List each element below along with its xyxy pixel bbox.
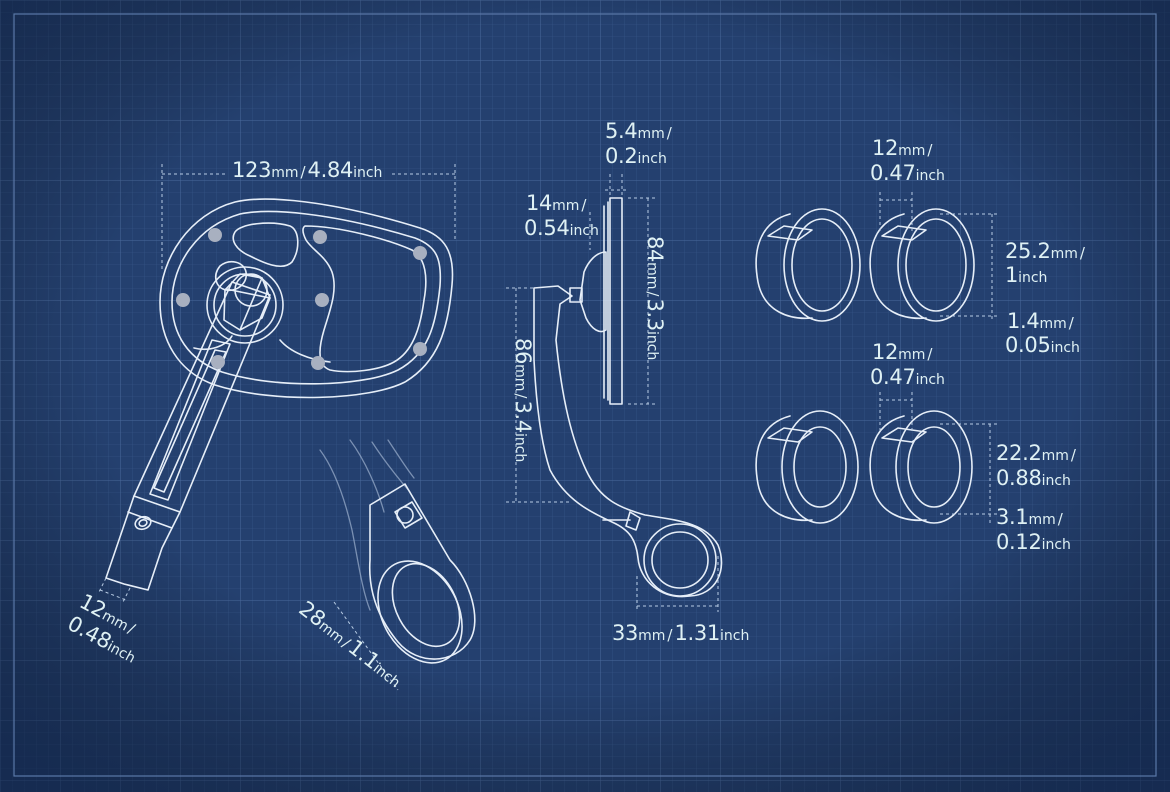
mirror-side-view [533,197,723,598]
dim-shim-b-diameter-inch: 0.88inch [996,466,1071,490]
dim-shim-b-wall-mm: 3.1mm/ [996,505,1063,529]
dimension-lines [97,164,1000,691]
dim-clamp-diameter: 33mm/1.31inch [612,621,750,645]
dim-arm-height: 86mm/3.4inch [511,338,535,463]
shim-top-right [869,208,975,322]
dim-shim-a-width-mm: 12mm/ [872,136,933,160]
dim-mount-depth-mm: 14mm/ [526,191,587,215]
dim-shim-a-width-inch: 0.47inch [870,161,945,185]
dim-mount-depth-inch: 0.54inch [524,216,599,240]
dim-shim-b-wall-inch: 0.12inch [996,530,1071,554]
shim-bottom-right [869,410,973,524]
shim-bottom-left [755,410,859,524]
dim-shim-b-diameter-mm: 22.2mm/ [996,441,1076,465]
dim-mirror-width: 123mm/4.84inch [232,158,383,182]
clamp-ring-angled [368,483,476,664]
shim-top-left [755,208,861,322]
dim-mirror-depth-inch: 0.2inch [605,144,667,168]
dim-shim-a-wall-mm: 1.4mm/ [1007,309,1074,333]
mirror-front-view [105,198,454,591]
dim-shim-a-diameter-mm: 25.2mm/ [1005,239,1085,263]
mirror-bolts [176,228,427,370]
frame-border [13,13,1157,777]
dim-shim-a-wall-inch: 0.05inch [1005,333,1080,357]
dim-mirror-height: 84mm/3.3inch [643,236,667,361]
dim-shim-b-width-mm: 12mm/ [872,340,933,364]
dim-shim-a-diameter-inch: 1inch [1005,263,1048,287]
dim-mirror-depth-mm: 5.4mm/ [605,119,672,143]
dim-shim-b-width-inch: 0.47inch [870,365,945,389]
